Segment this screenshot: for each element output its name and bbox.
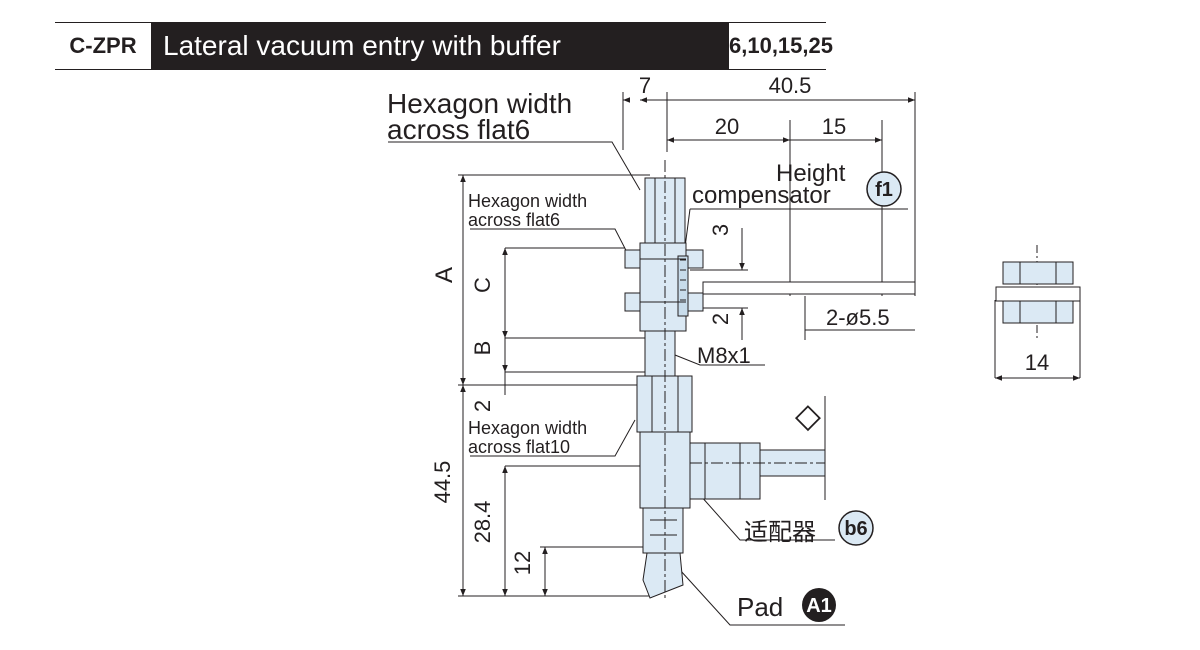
header-bar: C-ZPR Lateral vacuum entry with buffer 6… — [55, 22, 833, 70]
leader-lines — [388, 141, 908, 626]
pad-label: Pad — [737, 592, 783, 622]
hex-top-label-line1: Hexagon width — [387, 88, 572, 119]
pad-neck — [642, 507, 684, 554]
dim-14: 14 — [1025, 350, 1049, 375]
header-bottom-rule — [55, 69, 826, 70]
side-view-lower-nut — [1002, 300, 1074, 324]
height-compensator-spring — [677, 255, 689, 317]
dimension-lines — [460, 97, 1080, 596]
dimension-values: 7 40.5 20 15 A C B 2 44.5 28.4 12 3 2 14… — [430, 73, 1049, 575]
mounting-bracket — [702, 281, 916, 295]
badges: f1 b6 A1 — [802, 171, 902, 622]
dim-2-lower: 2 — [470, 400, 495, 412]
adapter-label: 适配器 — [744, 519, 816, 546]
height-compensator-line2: compensator — [692, 182, 831, 209]
dim-28-4: 28.4 — [470, 501, 495, 544]
dim-C: C — [470, 277, 495, 293]
side-view-plate — [995, 286, 1081, 302]
dim-7: 7 — [639, 73, 651, 98]
hex-small-label-line2: across flat6 — [468, 210, 560, 230]
a1-badge — [802, 588, 836, 622]
text-labels: Hexagon width across flat6 Hexagon width… — [387, 88, 890, 622]
a1-badge-text: A1 — [806, 595, 832, 617]
dim-20: 20 — [715, 114, 739, 139]
dim-40-5: 40.5 — [769, 73, 812, 98]
b6-badge-text: b6 — [844, 518, 867, 540]
dim-A: A — [431, 267, 458, 283]
b6-badge — [838, 510, 874, 546]
side-view-upper-nut — [1002, 261, 1074, 285]
model-code: C-ZPR — [69, 33, 137, 58]
hex-top-label-line2: across flat6 — [387, 114, 530, 145]
height-compensator-line1: Height — [776, 160, 846, 187]
model-title: Lateral vacuum entry with buffer — [151, 22, 729, 69]
diamond-symbol: ◇ — [795, 397, 822, 435]
dim-15: 15 — [822, 114, 846, 139]
dim-12: 12 — [510, 551, 535, 575]
dim-B: B — [470, 341, 495, 356]
hex10-label-line1: Hexagon width — [468, 418, 587, 438]
thread-label: M8x1 — [697, 343, 751, 368]
lower-shaft — [644, 330, 676, 377]
f1-badge-text: f1 — [875, 179, 893, 201]
holes-label: 2-ø5.5 — [826, 305, 890, 330]
hex-small-label-line1: Hexagon width — [468, 191, 587, 211]
dim-2-upper: 2 — [708, 313, 733, 325]
f1-badge — [866, 171, 902, 207]
hex10-label-line2: across flat10 — [468, 437, 570, 457]
part-detail-lines — [640, 160, 825, 600]
pad-sizes: 6,10,15,25 — [729, 33, 833, 58]
dim-44-5: 44.5 — [430, 461, 455, 504]
suction-pad — [642, 552, 684, 599]
side-view-nut — [995, 245, 1081, 340]
adapter-fitting — [689, 442, 761, 500]
dim-3: 3 — [708, 224, 733, 236]
